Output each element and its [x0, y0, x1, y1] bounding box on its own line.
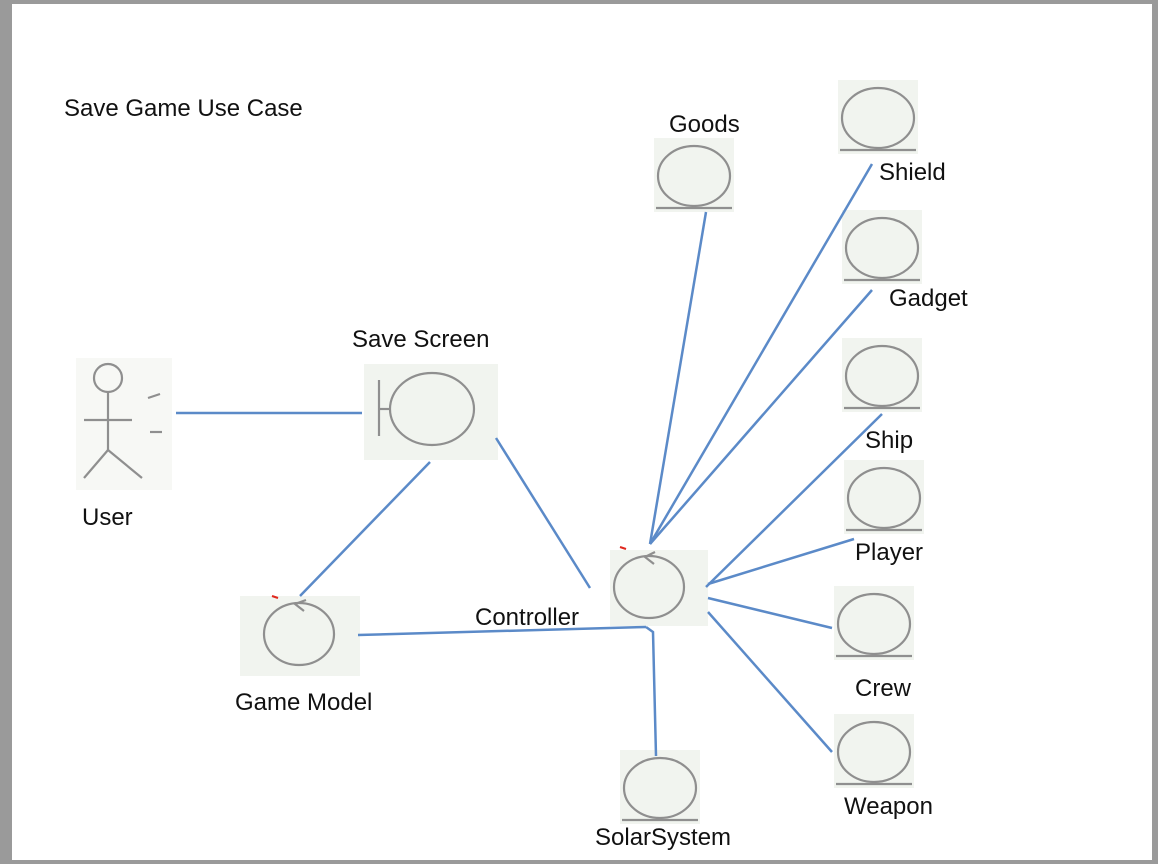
boundary-save-screen-icon[interactable] [364, 364, 498, 460]
entity-solarsystem-icon[interactable] [620, 750, 700, 824]
entity-player-label: Player [855, 539, 924, 566]
actor-user-figure[interactable] [76, 358, 172, 490]
connector-controller-gadget [649, 289, 873, 545]
entity-weapon-label: Weapon [844, 793, 933, 820]
control-game-model-icon[interactable] [240, 595, 360, 676]
connectors [176, 163, 883, 757]
diagram-canvas [76, 80, 924, 824]
entities [620, 80, 924, 824]
entity-solarsystem-label: SolarSystem [595, 824, 732, 851]
diagram-title: Save Game Use Case [64, 95, 303, 122]
connector-controller-goods [648, 211, 708, 545]
entity-gadget-label: Gadget [889, 285, 968, 312]
entity-shield-icon[interactable] [838, 80, 918, 154]
entity-crew-icon[interactable] [834, 586, 914, 660]
connector-controller-weapon [707, 611, 833, 753]
control-game-model-label: Game Model [235, 689, 373, 716]
entity-ship-icon[interactable] [842, 338, 922, 412]
boundary-save-screen-label: Save Screen [352, 326, 490, 353]
entity-crew-label: Crew [855, 675, 912, 702]
entity-goods-icon[interactable] [654, 138, 734, 212]
entity-weapon-icon[interactable] [834, 714, 914, 788]
connector-controller-shield [648, 163, 874, 545]
entity-ship-label: Ship [865, 427, 914, 454]
connector-controller-solarsystem [645, 625, 658, 757]
actor-user-label: User [82, 504, 133, 531]
entity-gadget-icon[interactable] [842, 210, 922, 284]
slide-canvas: Save Game Use Case User Save Screen Cont… [12, 4, 1152, 860]
connector-controller-ship [705, 413, 883, 588]
connector-savescreen-controller [494, 437, 592, 589]
connector-controller-player [707, 537, 855, 586]
entity-player-icon[interactable] [844, 460, 924, 534]
entity-goods-label: Goods [669, 111, 740, 138]
control-controller-icon[interactable] [610, 546, 708, 626]
control-controller-label: Controller [475, 604, 580, 631]
connector-controller-crew [707, 596, 833, 630]
connector-savescreen-gamemodel [299, 461, 431, 597]
connector-gamemodel-controller [357, 625, 647, 637]
entity-shield-label: Shield [879, 159, 946, 186]
